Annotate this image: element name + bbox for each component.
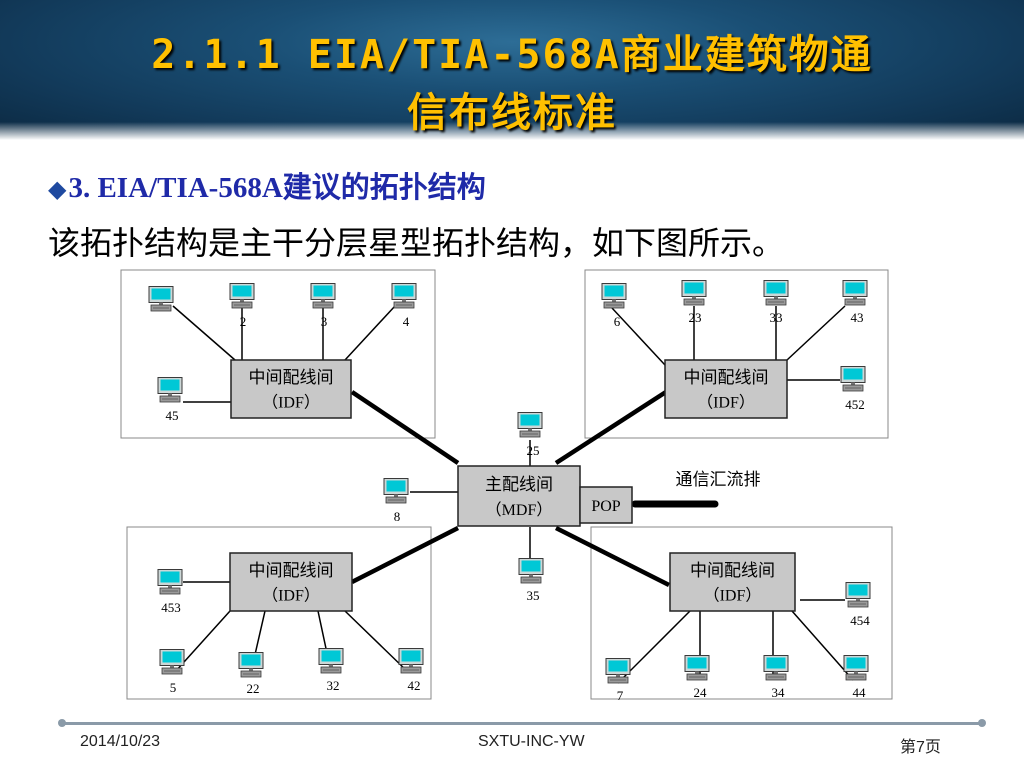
computer-icon bbox=[518, 558, 544, 584]
computer-label-25: 25 bbox=[527, 443, 540, 458]
computer-label-33: 33 bbox=[770, 310, 783, 325]
backbone-link-top-left bbox=[350, 390, 460, 465]
computer-label-23: 23 bbox=[689, 310, 702, 325]
link-top-right-1 bbox=[611, 307, 666, 366]
link-top-right-4 bbox=[786, 305, 846, 361]
slide-title-line-2: 信布线标准 bbox=[407, 90, 617, 136]
computer-label-32: 32 bbox=[327, 678, 340, 693]
backbone-link-top-right bbox=[554, 388, 671, 465]
computer-label-43: 43 bbox=[851, 310, 864, 325]
computer-icon bbox=[605, 658, 631, 684]
idf-box-bottom-left-label: 中间配线间 bbox=[249, 561, 334, 580]
mdf-box-label: 主配线间 bbox=[485, 475, 553, 494]
computer-label-35: 35 bbox=[527, 588, 540, 603]
bullet-heading: ◆3. EIA/TIA-568A建议的拓扑结构 bbox=[48, 164, 486, 206]
computer-label-34: 34 bbox=[772, 685, 786, 700]
computer-icon bbox=[391, 283, 417, 309]
title-banner bbox=[0, 0, 1024, 140]
computer-label-5: 5 bbox=[170, 680, 177, 695]
computer-icon bbox=[845, 582, 871, 608]
idf-box-bottom-left bbox=[229, 552, 353, 612]
footer-org: SXTU-INC-YW bbox=[478, 733, 585, 750]
computer-label-45: 45 bbox=[166, 408, 179, 423]
backbone-link-bottom-right bbox=[554, 525, 671, 588]
telecom-bus-label: 通信汇流排 bbox=[676, 470, 761, 489]
computer-label-24: 24 bbox=[694, 685, 708, 700]
mdf-box-sublabel: （MDF） bbox=[486, 501, 553, 519]
computer-icon bbox=[840, 366, 866, 392]
computer-icon bbox=[157, 377, 183, 403]
computer-label-42: 42 bbox=[408, 678, 421, 693]
computer-label-22: 22 bbox=[247, 681, 260, 696]
slide-title-line-1: 2.1.1 EIA/TIA-568A商业建筑物通 bbox=[151, 32, 873, 78]
computer-icon bbox=[601, 283, 627, 309]
computer-label-452: 452 bbox=[845, 397, 865, 412]
link-bottom-left-5 bbox=[344, 610, 409, 673]
computer-icon bbox=[684, 655, 710, 681]
computer-label-44: 44 bbox=[853, 685, 867, 700]
computer-label-454: 454 bbox=[850, 613, 870, 628]
idf-box-top-left bbox=[230, 359, 352, 419]
computer-label-7: 7 bbox=[617, 688, 624, 703]
link-top-left-1 bbox=[172, 305, 236, 361]
diamond-bullet-icon: ◆ bbox=[48, 177, 67, 203]
pop-label: POP bbox=[591, 498, 620, 515]
computer-label-2: 2 bbox=[240, 314, 247, 329]
footer-date: 2014/10/23 bbox=[80, 733, 161, 750]
computer-icon bbox=[763, 655, 789, 681]
computer-icon bbox=[229, 283, 255, 309]
computer-icon bbox=[763, 280, 789, 306]
idf-box-top-right-label: 中间配线间 bbox=[684, 368, 769, 387]
footer-divider bbox=[58, 719, 986, 727]
computer-label-6: 6 bbox=[614, 314, 621, 329]
idf-box-bottom-left-sublabel: （IDF） bbox=[262, 587, 320, 605]
computer-icon bbox=[681, 280, 707, 306]
computer-icon bbox=[238, 652, 264, 678]
body-text: 该拓扑结构是主干分层星型拓扑结构，如下图所示。 bbox=[48, 224, 785, 262]
computer-icon bbox=[159, 649, 185, 675]
computer-icon bbox=[842, 280, 868, 306]
computer-icon bbox=[383, 478, 409, 504]
computer-icon bbox=[398, 648, 424, 674]
footer-page-number: 第7页 bbox=[900, 739, 941, 756]
pop-box bbox=[579, 486, 633, 524]
idf-box-bottom-right-sublabel: （IDF） bbox=[704, 587, 762, 605]
computer-label-453: 453 bbox=[161, 600, 181, 615]
computer-icon bbox=[310, 283, 336, 309]
computer-icon bbox=[157, 569, 183, 595]
link-bottom-right-5 bbox=[791, 610, 854, 681]
computer-icon bbox=[517, 412, 543, 438]
idf-box-top-left-sublabel: （IDF） bbox=[262, 394, 320, 412]
backbone-link-bottom-left bbox=[350, 525, 460, 585]
idf-box-top-right bbox=[664, 359, 788, 419]
computer-label-4: 4 bbox=[403, 314, 410, 329]
computer-label-8: 8 bbox=[394, 509, 401, 524]
computer-icon bbox=[148, 286, 174, 312]
computer-icon bbox=[318, 648, 344, 674]
computer-label-3: 3 bbox=[321, 314, 328, 329]
idf-box-top-right-sublabel: （IDF） bbox=[697, 394, 755, 412]
idf-box-bottom-right-label: 中间配线间 bbox=[690, 561, 775, 580]
bullet-heading-text: 3. EIA/TIA-568A建议的拓扑结构 bbox=[68, 172, 486, 204]
link-top-left-4 bbox=[344, 305, 396, 361]
mdf-box bbox=[457, 465, 581, 527]
idf-box-bottom-right bbox=[669, 552, 796, 612]
idf-box-top-left-label: 中间配线间 bbox=[249, 368, 334, 387]
computer-icon bbox=[843, 655, 869, 681]
